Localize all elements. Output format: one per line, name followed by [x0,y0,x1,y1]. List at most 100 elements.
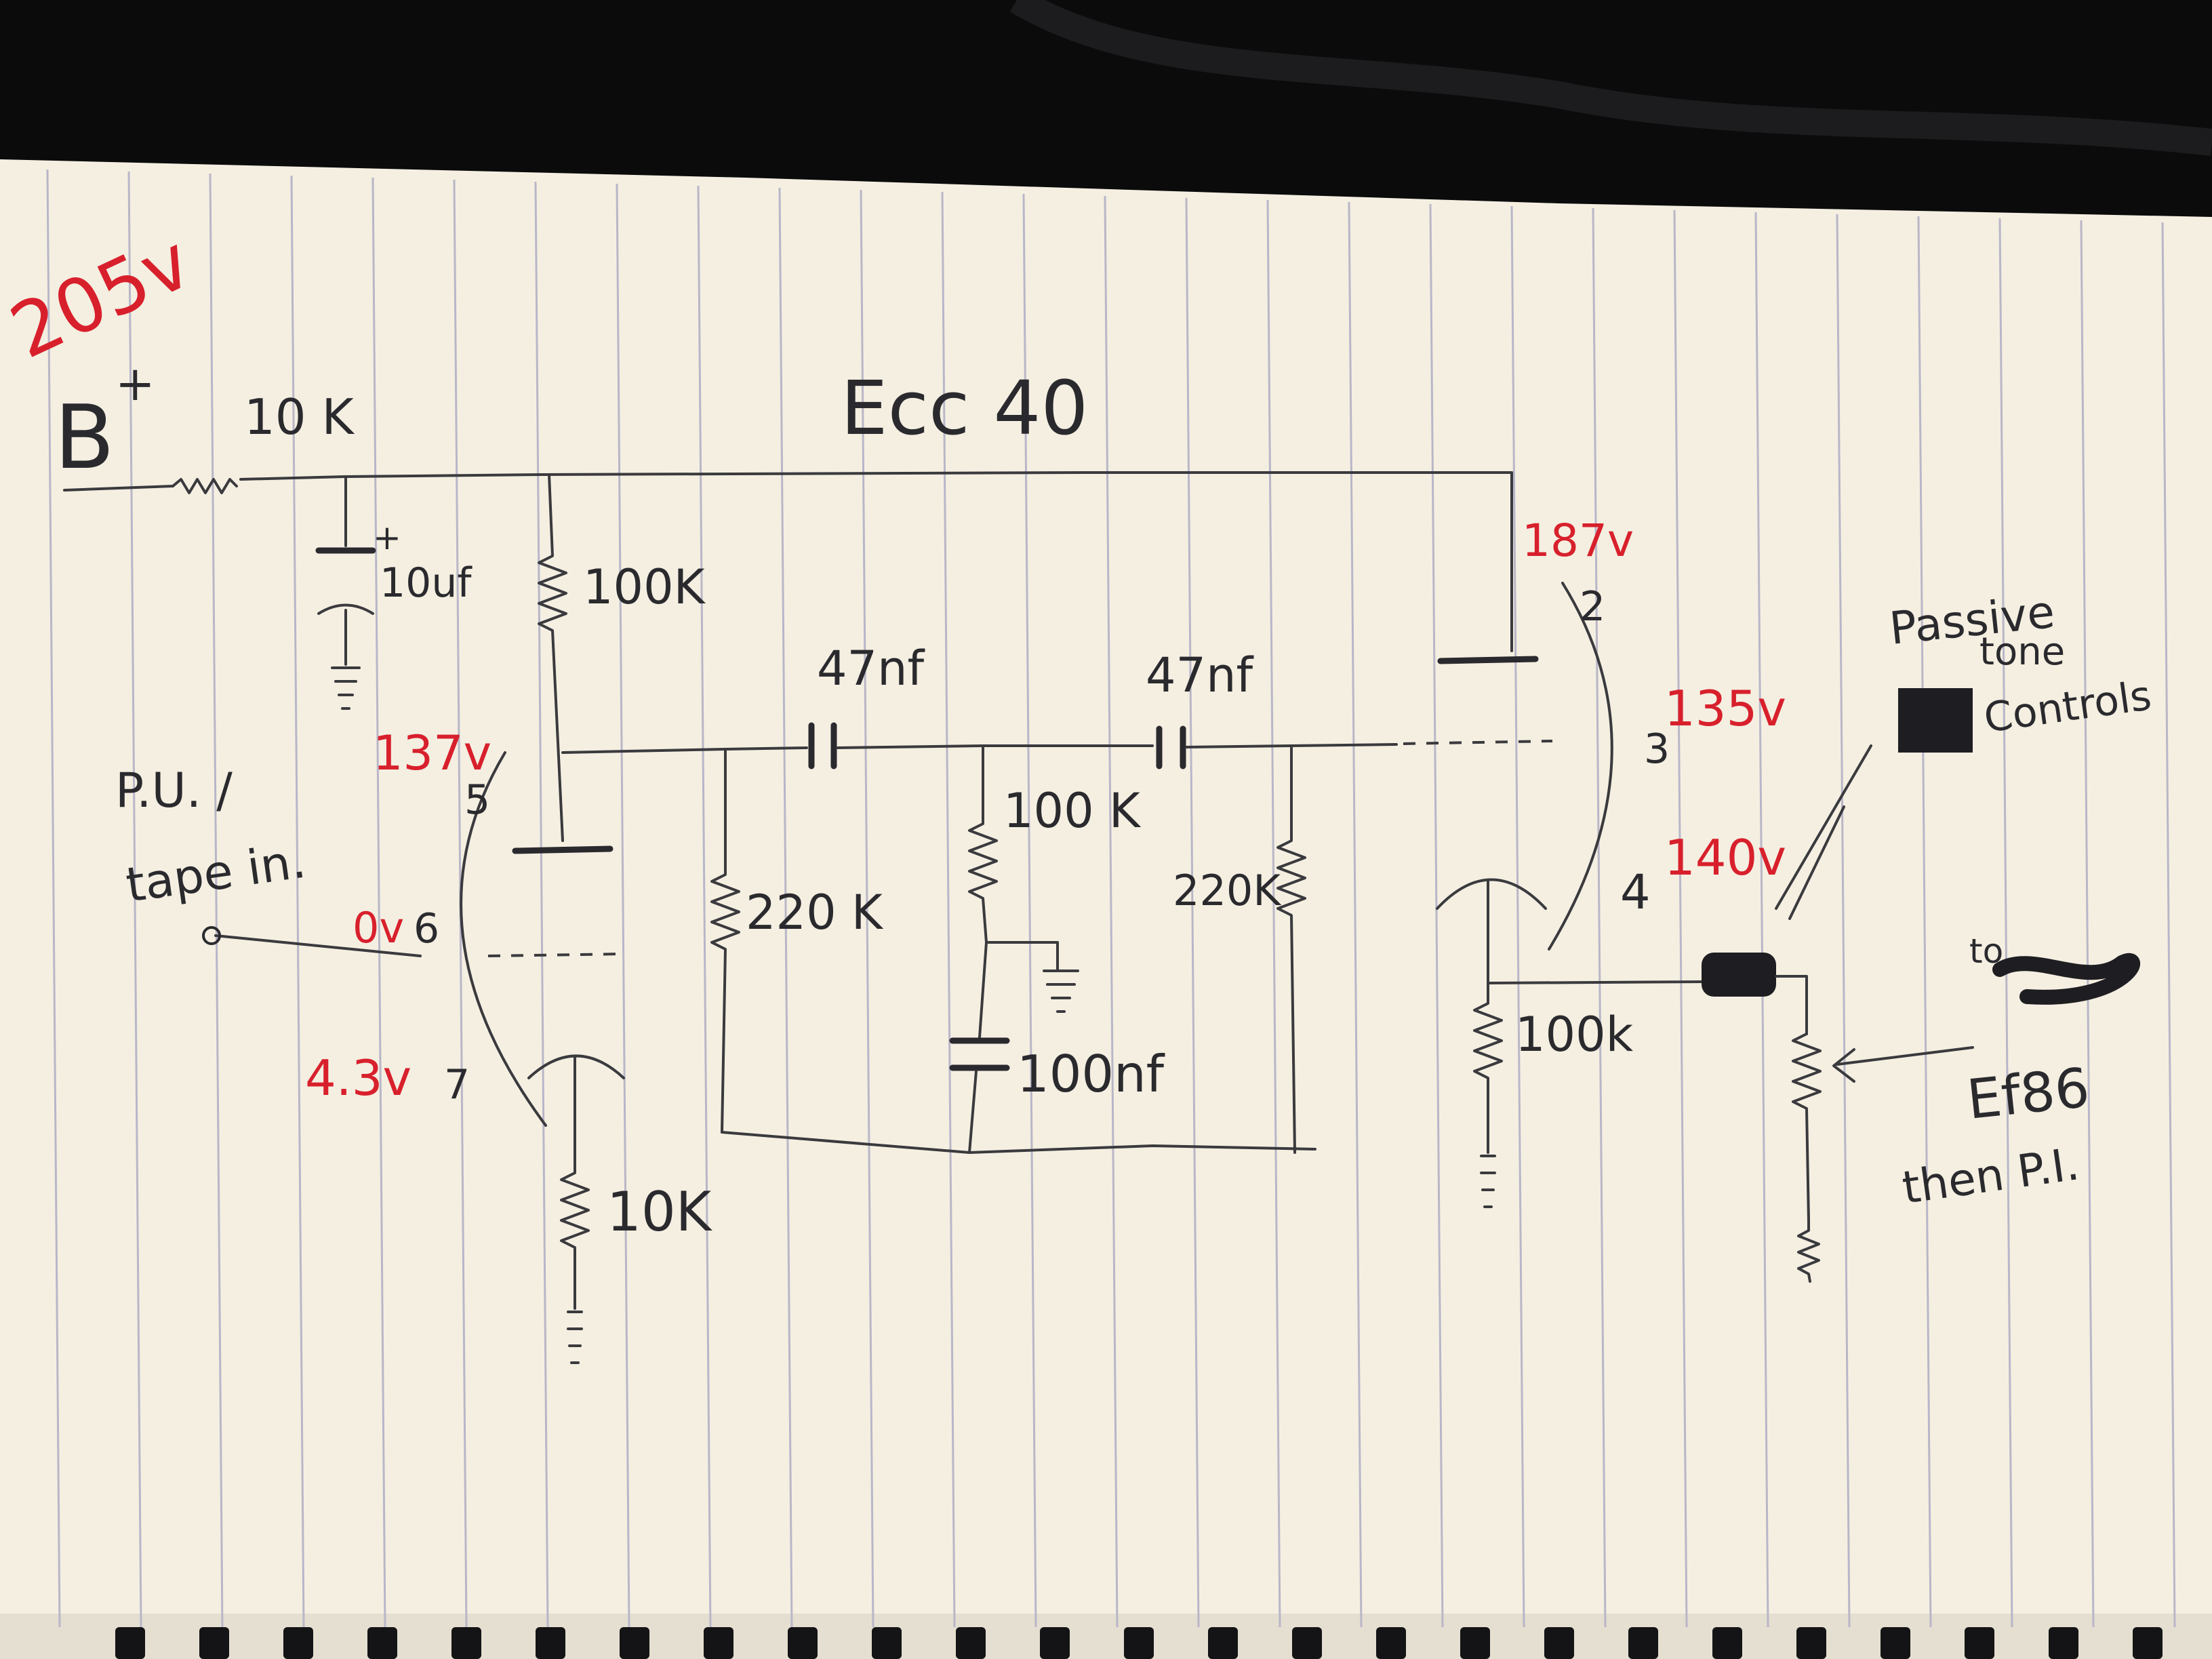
ruled-line [209,173,224,1628]
plate-resistor-v1-label: 100K [583,559,706,615]
pin-4: 4 [1620,864,1651,920]
ruled-line [1510,205,1525,1628]
cathode-resistor-v2-label: 100k [1515,1007,1634,1062]
spiral-ring [1040,1627,1070,1659]
ruled-line [1348,201,1363,1628]
pot-ground-resistor [1797,1219,1820,1283]
mid-ground [1043,970,1079,1013]
input-wire [214,934,422,957]
spiral-ring [1796,1627,1826,1659]
ruled-line [1104,195,1119,1628]
ruled-line [371,177,386,1628]
grid-v2-voltage: 135v [1664,680,1786,737]
spiral-binding [115,1627,2163,1659]
bplus-wire [63,485,174,492]
coupling-cap-1-label: 47nf [817,641,925,696]
cathode-resistor-v2 [1473,982,1503,1154]
ruled-line [1592,207,1607,1628]
spiral-ring [1881,1627,1910,1659]
supply-sign: + [115,356,155,412]
filter-cap-plate-bottom [317,603,374,615]
spiral-ring [1965,1627,1994,1659]
pin-7: 7 [444,1061,470,1108]
spiral-ring [1712,1627,1742,1659]
coupling-cap-2 [1156,725,1186,769]
mid-resistor-label: 100 K [1003,783,1142,839]
pin-6: 6 [414,905,439,953]
spiral-ring [283,1627,313,1659]
ruled-line [1754,212,1769,1628]
plate-v1 [512,845,614,854]
bypass-cap-lower [968,1070,978,1154]
spiral-ring [2133,1627,2163,1659]
coupling-cap-2-label: 47nf [1146,647,1253,703]
tone-to-pot [1775,975,1808,1035]
grid-v2-dashed [1403,740,1553,745]
ruled-line [1185,197,1200,1628]
ruled-line [2080,220,2095,1628]
filter-cap-sign: + [373,518,401,557]
spiral-ring [704,1627,733,1659]
spiral-ring [1544,1627,1574,1659]
bottom-rail [721,1131,1316,1154]
tube-envelope-v2 [1548,582,1613,951]
ruled-line [1917,216,1932,1628]
ruled-line [534,181,549,1628]
spiral-ring [115,1627,145,1659]
bypass-cap-lead [978,941,988,1039]
ruled-line [1836,214,1851,1628]
paper-shadow [0,1614,2212,1659]
spiral-ring [1208,1627,1238,1659]
spiral-ring [956,1627,986,1659]
spiral-ring [451,1627,481,1659]
bypass-cap [949,1037,1010,1071]
spiral-ring [872,1627,902,1659]
spiral-ring [2049,1627,2078,1659]
spiral-ring [199,1627,229,1659]
spiral-ring [1628,1627,1658,1659]
top-rail [541,471,1513,476]
spiral-ring [536,1627,565,1659]
tone-leader-line [1775,744,1872,910]
ruled-line [127,171,142,1628]
grid-resistor-1-label: 220 K [746,885,884,940]
tube-title: Ecc 40 [841,365,1088,452]
cathode-v1-ground [567,1311,583,1364]
pot-wiper-arrow [1832,1046,1974,1083]
ruled-line [46,169,61,1628]
next-label-2: Ef86 [1964,1056,2092,1132]
cathode-v2-ground [1480,1155,1496,1208]
ruled-line [616,183,630,1628]
cathode-v1-voltage: 4.3v [305,1050,411,1106]
ruled-line [860,189,874,1628]
spiral-ring [788,1627,818,1659]
next-label-1: to [1969,932,2003,971]
tone-leader-line-2 [1788,805,1845,920]
cathode-resistor-v1-label: 10K [607,1180,713,1243]
grid-resistor-2-label: 220K [1173,866,1281,915]
ruled-line [697,185,712,1628]
dropper-resistor [172,478,238,494]
plate-v1-voltage: 137v [373,725,491,781]
volume-pot [1792,1033,1822,1222]
input-label-1: P.U. / [115,763,233,818]
input-jack [202,926,221,945]
plate-resistor-v1 [538,473,567,842]
tone-legend-scribble [1898,688,1973,753]
plate-v2-voltage: 187v [1522,515,1634,567]
filter-cap-ground [331,666,361,710]
wiring [63,471,2140,1364]
struck-out-text [1992,953,2140,1005]
ruled-line [2161,222,2176,1628]
cathode-v1 [527,1054,625,1079]
ruled-line [1673,209,1688,1628]
grid-resistor-1 [710,748,740,1134]
ruled-line [1266,199,1281,1628]
cathode-v2 [1436,878,1547,910]
ruled-line [290,175,305,1628]
pin-3: 3 [1644,725,1670,773]
plate-v2 [1437,656,1539,664]
spiral-ring [1124,1627,1154,1659]
